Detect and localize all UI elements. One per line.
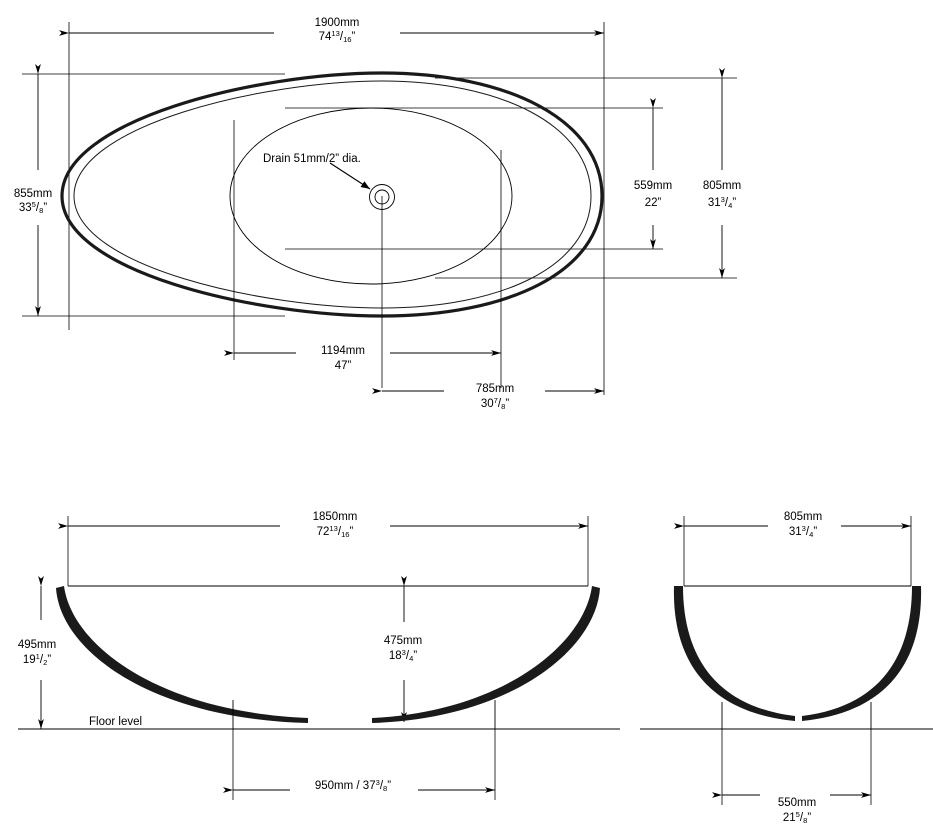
side-length-inch: 7213/16” (317, 524, 354, 539)
drain-note: Drain 51mm/2” dia. (263, 153, 361, 165)
plan-width-right-mm: 805mm (703, 180, 741, 192)
plan-length-inch: 7413/16” (319, 29, 356, 44)
plan-width-left-mm: 855mm (14, 188, 52, 200)
end-foot-span-inch: 215/8” (783, 810, 811, 825)
side-length-mm: 1850mm (313, 511, 358, 523)
end-foot-span-mm: 550mm (778, 797, 816, 809)
plan-inner-width-inch: 22” (645, 197, 662, 209)
end-width-mm: 805mm (784, 511, 822, 523)
end-width-inch: 313/4” (789, 524, 817, 539)
plan-drain-right-mm: 785mm (476, 383, 514, 395)
plan-width-left-inch: 335/8” (19, 200, 47, 215)
plan-length-mm: 1900mm (315, 17, 360, 29)
side-depth-inch: 183/4” (389, 648, 417, 663)
plan-width-right-inch: 313/4” (708, 195, 736, 210)
plan-view-group (22, 22, 737, 395)
plan-inner-width-mm: 559mm (634, 180, 672, 192)
side-foot-span: 950mm / 373/8” (315, 778, 391, 793)
side-elevation-group (18, 516, 620, 800)
side-height-inch: 191/2” (23, 652, 51, 667)
end-elevation-group (640, 516, 933, 805)
plan-drain-left-inch: 47” (335, 360, 352, 372)
floor-level-label: Floor level (89, 716, 142, 728)
plan-drain-left-mm: 1194mm (321, 345, 365, 357)
side-height-mm: 495mm (18, 639, 56, 651)
side-depth-mm: 475mm (384, 635, 422, 647)
plan-drain-right-inch: 307/8” (481, 396, 509, 411)
